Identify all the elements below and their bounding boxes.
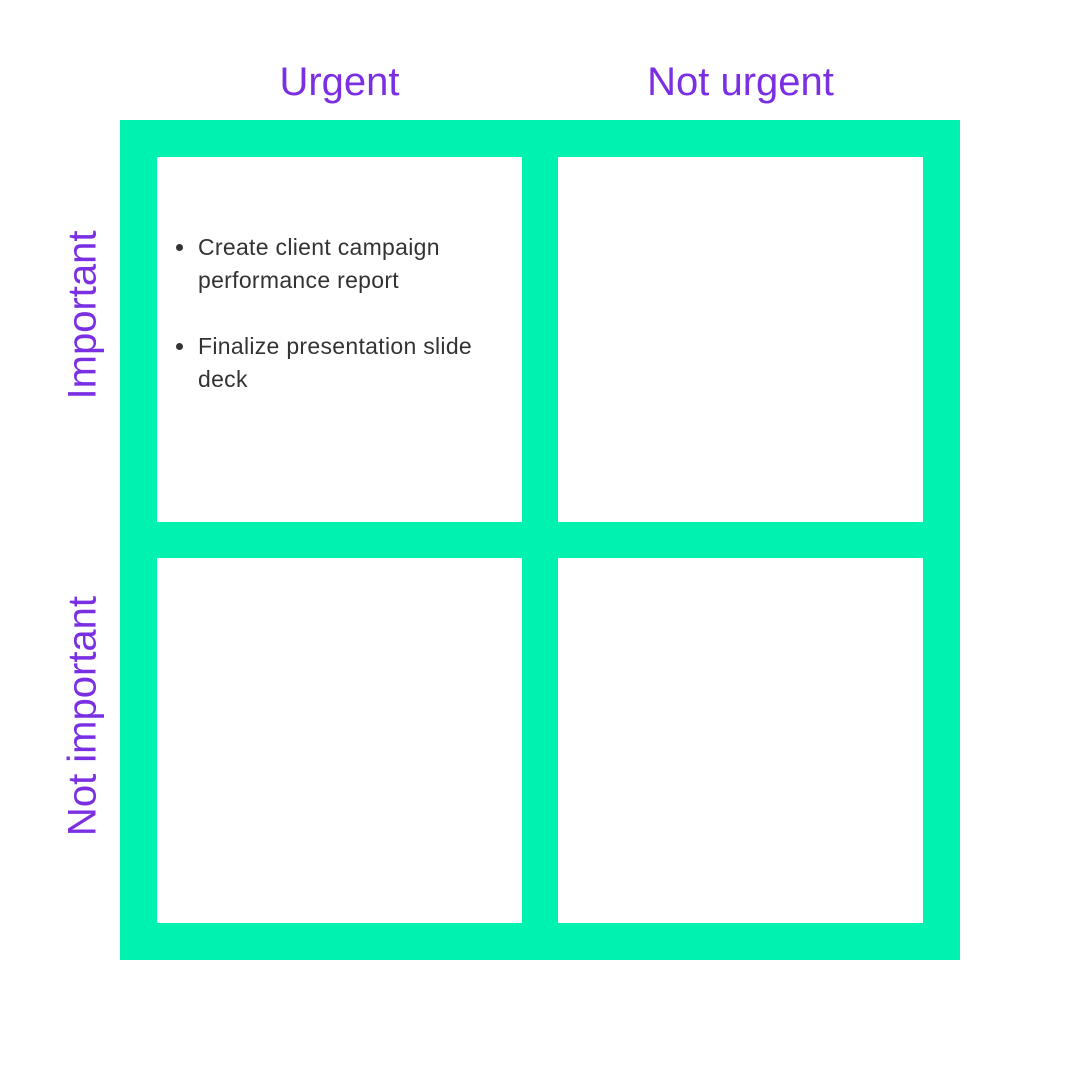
quadrant-urgent-not-important — [157, 558, 522, 923]
quadrant-not-urgent-important — [558, 157, 923, 522]
list-item: Finalize presentation slide deck — [176, 330, 520, 396]
task-text: Create client campaign performance repor… — [198, 234, 440, 293]
bullet-icon — [176, 244, 183, 251]
quadrant-not-urgent-not-important — [558, 558, 923, 923]
column-label-not-urgent: Not urgent — [647, 60, 834, 104]
list-item: Create client campaign performance repor… — [176, 231, 520, 297]
eisenhower-matrix: Create client campaign performance repor… — [120, 120, 960, 960]
column-label-urgent: Urgent — [279, 60, 400, 104]
row-label-important: Important — [60, 230, 105, 400]
task-text: Finalize presentation slide deck — [198, 333, 473, 392]
task-list: Create client campaign performance repor… — [176, 231, 520, 429]
bullet-icon — [176, 343, 183, 350]
quadrant-urgent-important: Create client campaign performance repor… — [157, 157, 522, 522]
row-label-not-important: Not important — [60, 595, 105, 837]
